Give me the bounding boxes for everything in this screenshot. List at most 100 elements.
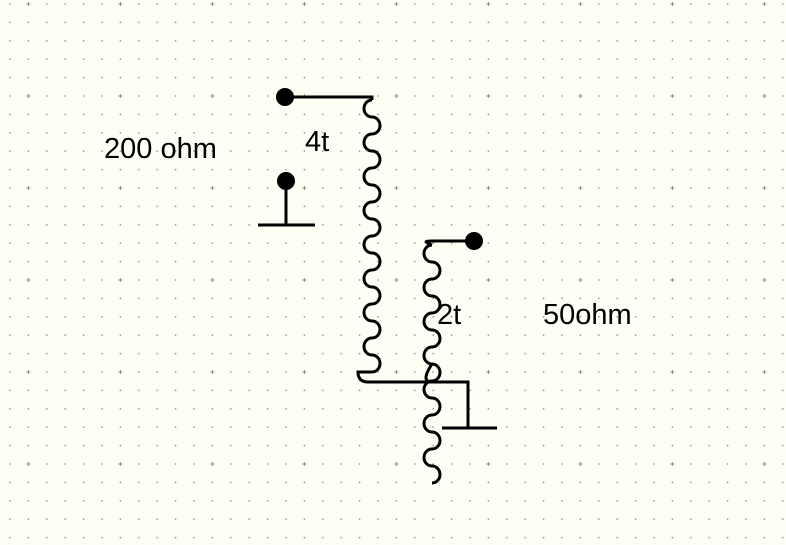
grid-dot [487, 334, 490, 336]
grid-dot [285, 3, 287, 5]
grid-dot [138, 260, 140, 263]
grid-dot [82, 481, 85, 484]
grid-dot [598, 260, 600, 263]
grid-dot [414, 3, 416, 5]
grid-dot [211, 168, 214, 171]
grid-dot [377, 58, 379, 60]
grid-dot [395, 444, 398, 447]
grid-dot [285, 297, 287, 300]
grid-dot [395, 426, 398, 428]
grid-dot [193, 481, 195, 484]
grid-dot [524, 481, 526, 484]
grid-dot [340, 76, 342, 79]
grid-dot [671, 352, 674, 355]
grid-dot [653, 21, 655, 24]
grid-dot [432, 40, 434, 42]
grid-dot [211, 481, 214, 484]
grid-dot [377, 463, 379, 465]
grid-dot [634, 334, 637, 336]
grid-dot [266, 316, 269, 318]
grid-dot [763, 334, 766, 336]
grid-dot [745, 260, 747, 263]
grid-dot [653, 242, 655, 244]
grid-dot [634, 242, 637, 244]
grid-dot [193, 168, 195, 171]
grid-dot [156, 536, 158, 539]
grid-dot [671, 21, 674, 24]
grid-dot [156, 150, 158, 152]
grid-dot [745, 408, 747, 410]
grid-dot [211, 76, 214, 79]
grid-dot [101, 58, 103, 60]
grid-dot [193, 352, 195, 355]
grid-dot [174, 21, 177, 24]
grid-dot [561, 481, 563, 484]
grid-dot [340, 316, 342, 318]
grid-dot [653, 518, 655, 520]
grid-dot [634, 58, 637, 60]
grid-dot [542, 168, 545, 171]
grid-dot [487, 21, 490, 24]
grid-dot [377, 150, 379, 152]
grid-dot [506, 95, 508, 97]
grid-dot [395, 536, 398, 539]
grid-dot [9, 371, 11, 373]
primary-bottom-lead-wire [356, 370, 372, 384]
grid-major-marker [210, 94, 215, 98]
grid-dot [27, 352, 30, 355]
grid-dot [432, 242, 434, 244]
grid-dot [395, 500, 398, 502]
grid-dot [266, 518, 269, 520]
grid-dot [414, 58, 416, 60]
grid-dot [322, 408, 324, 410]
grid-dot [248, 463, 250, 465]
grid-dot [487, 150, 490, 152]
grid-dot [432, 150, 434, 152]
grid-dot [616, 205, 618, 208]
grid-dot [634, 132, 637, 134]
grid-dot [377, 371, 379, 373]
grid-dot [248, 500, 250, 502]
grid-dot [101, 76, 103, 79]
grid-dot [579, 150, 582, 152]
grid-dot [542, 316, 545, 318]
grid-dot [561, 518, 563, 520]
grid-dot [156, 500, 158, 502]
grid-dot [414, 113, 416, 116]
grid-dot [248, 389, 250, 392]
grid-dot [64, 279, 66, 281]
grid-dot [46, 334, 48, 336]
grid-dot [506, 463, 508, 465]
grid-dot [82, 260, 85, 263]
grid-major-marker [762, 94, 767, 98]
grid-dot [46, 168, 48, 171]
grid-dot [450, 279, 453, 281]
grid-dot [322, 536, 324, 539]
grid-dot [726, 481, 729, 484]
grid-dot [64, 168, 66, 171]
grid-dot [27, 297, 30, 300]
grid-dot [414, 426, 416, 428]
grid-dot [193, 260, 195, 263]
grid-dot [230, 279, 232, 281]
grid-dot [377, 224, 379, 226]
grid-dot [782, 76, 784, 79]
grid-dot [690, 297, 692, 300]
grid-major-marker [210, 278, 215, 282]
grid-dot [616, 95, 618, 97]
grid-dot [745, 500, 747, 502]
grid-major-marker [670, 94, 675, 98]
grid-dot [193, 150, 195, 152]
grid-dot [579, 500, 582, 502]
grid-dot [174, 481, 177, 484]
grid-dot [156, 58, 158, 60]
grid-major-marker [118, 2, 123, 6]
grid-dot [524, 58, 526, 60]
grid-dot [211, 205, 214, 208]
grid-dot [616, 260, 618, 263]
grid-dot [322, 150, 324, 152]
grid-dot [745, 444, 747, 447]
grid-major-marker [486, 2, 491, 6]
grid-dot [524, 279, 526, 281]
grid-dot [46, 187, 48, 189]
